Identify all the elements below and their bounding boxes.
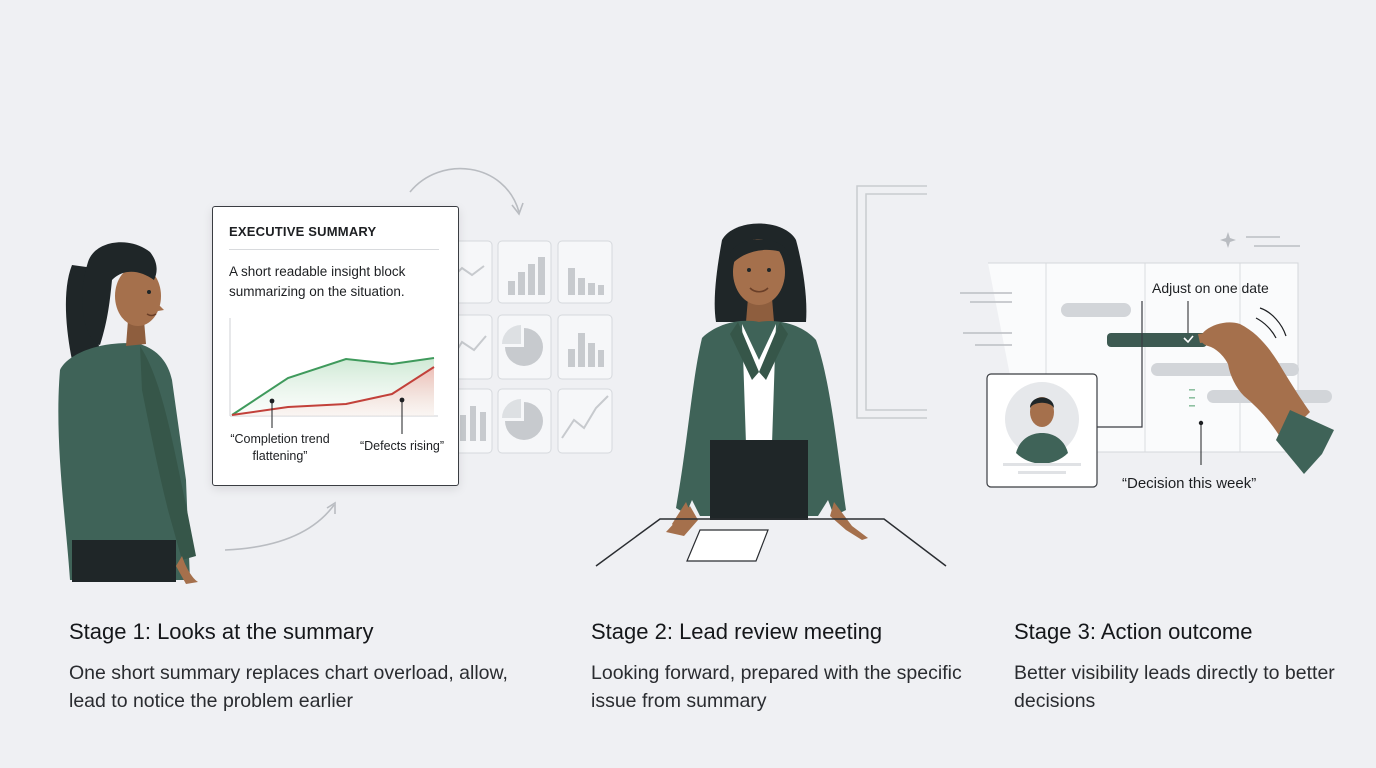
summary-body: A short readable insight block summarizi… bbox=[229, 264, 406, 299]
hand-adjusting-bar bbox=[1198, 307, 1334, 474]
woman-reviewing-summary bbox=[58, 242, 198, 584]
stage-3-title: Stage 3: Action outcome bbox=[1014, 619, 1253, 644]
woman-presenting bbox=[666, 223, 868, 540]
curved-arrow-icon bbox=[224, 167, 524, 551]
sparkle-icon bbox=[1220, 232, 1236, 248]
summary-divider bbox=[229, 249, 439, 250]
label-decision-this-week: “Decision this week” bbox=[1122, 475, 1257, 492]
stage-2-description: Looking forward, prepared with the speci… bbox=[591, 662, 962, 712]
executive-summary-card bbox=[212, 206, 459, 486]
avatar-icon bbox=[1016, 397, 1068, 464]
stage-1-description: One short summary replaces chart overloa… bbox=[69, 662, 508, 712]
label-adjust-date: Adjust on one date bbox=[1152, 280, 1269, 296]
stage-3-description: Better visibility leads directly to bett… bbox=[1014, 662, 1335, 712]
checkmark-icon bbox=[1183, 335, 1194, 344]
summary-title: EXECUTIVE SUMMARY bbox=[229, 224, 377, 239]
stage-1-title: Stage 1: Looks at the summary bbox=[69, 619, 374, 644]
stage-2-title: Stage 2: Lead review meeting bbox=[591, 619, 883, 644]
wall-frame bbox=[856, 185, 927, 419]
profile-card bbox=[986, 373, 1098, 488]
annotation-defects-rising: “Defects rising” bbox=[359, 439, 445, 453]
annotation-completion-trend: “Completion trend flattening” bbox=[230, 432, 330, 463]
meeting-table bbox=[595, 518, 947, 567]
chart-overload-grid bbox=[436, 236, 613, 458]
